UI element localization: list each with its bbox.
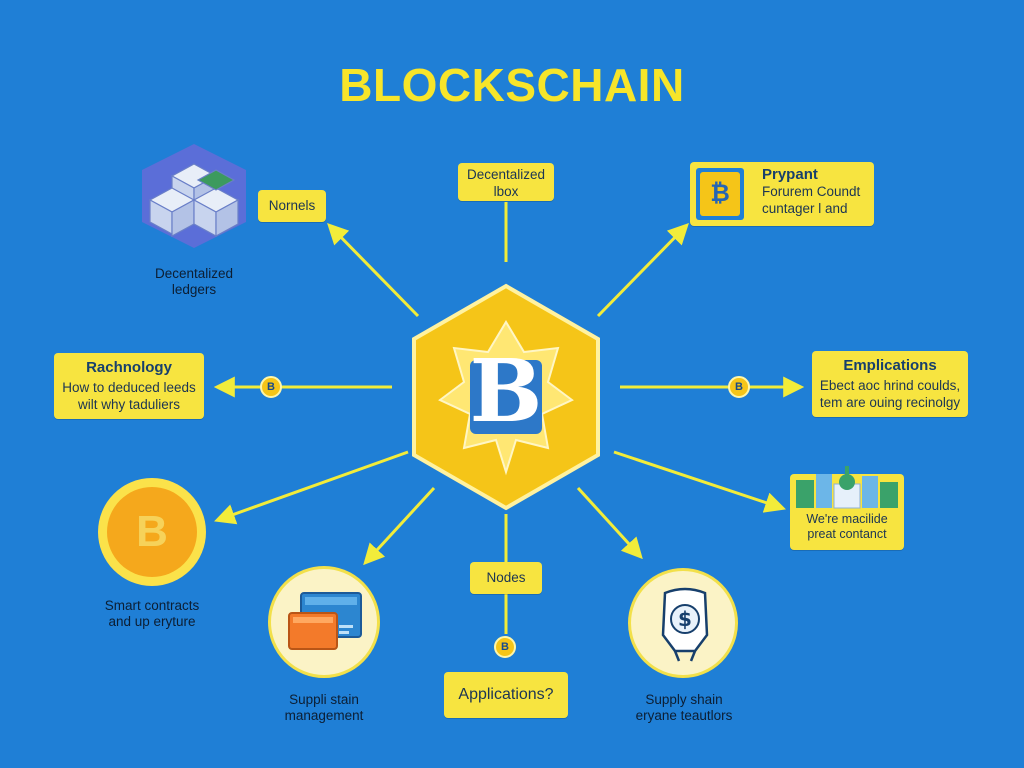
ledger-blocks-icon: [142, 144, 246, 248]
city-buildings-icon: [796, 466, 898, 509]
nornels-label: Nornels: [258, 190, 326, 222]
nodes-label: Nodes: [470, 562, 542, 594]
arrow-lower-right: [613, 450, 786, 513]
payment-circle: $: [628, 568, 738, 678]
contract-card: We're macilide preat contanct: [790, 466, 904, 550]
arrow-top-left: [327, 222, 420, 318]
svg-text:$: $: [678, 607, 692, 631]
bitcoin-icon: ₿: [700, 172, 740, 216]
supply-chain-caption: Supply shain eryane teautlors: [635, 692, 733, 723]
rachnology-box: Rachnology How to deduced leeds wilt why…: [54, 353, 204, 419]
supply-management-caption: Suppli stain management: [284, 692, 364, 723]
right-b-badge: B: [728, 376, 750, 398]
arrow-bottom-left: [363, 486, 436, 566]
page-title: BLOCKSCHAIN: [339, 59, 685, 111]
prypant-box: ₿ Prypant Forurem Coundt cuntager l and: [690, 162, 874, 226]
nodes-b-badge: B: [494, 636, 516, 658]
devices-circle: [268, 566, 380, 678]
money-bag-icon: $: [661, 587, 709, 662]
arrow-top-right: [596, 222, 689, 318]
smart-contracts-caption: Smart contracts and up eryture: [104, 598, 200, 629]
emplications-box: Emplications Ebect aoc hrind coulds, tem…: [812, 351, 968, 417]
arrow-lower-left: [214, 450, 409, 525]
applications-box: Applications?: [444, 672, 568, 718]
blockchain-hexagon-icon: [412, 283, 600, 511]
decentralized-box: Decentalized lbox: [458, 163, 554, 201]
arrow-bottom-right: [576, 486, 643, 560]
devices-icon: [288, 592, 362, 650]
bitcoin-coin-icon: B: [98, 478, 206, 586]
ledgers-caption: Decentalized ledgers: [154, 266, 234, 297]
left-b-badge: B: [260, 376, 282, 398]
center-b-letter: B: [469, 341, 543, 442]
